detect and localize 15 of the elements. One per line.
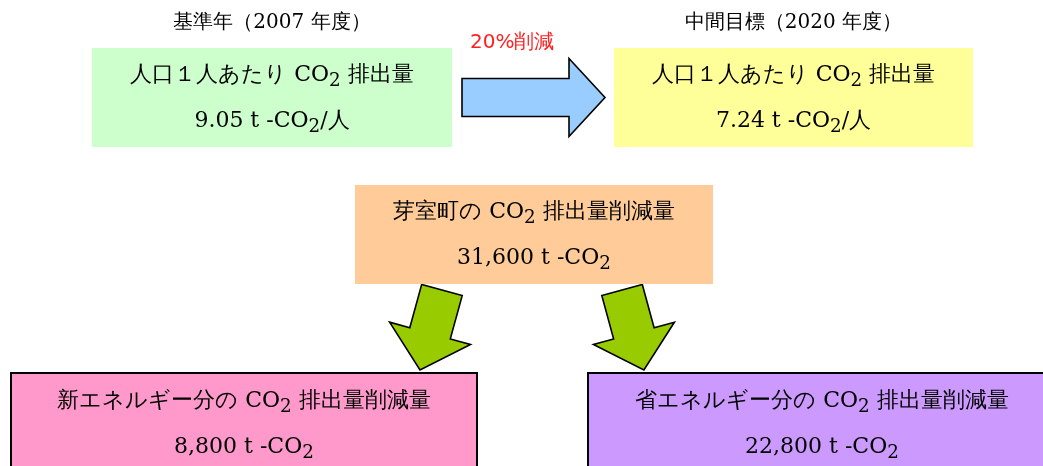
- heading: 基準年（2007 年度）: [172, 8, 372, 35]
- block-arrow: [387, 283, 473, 372]
- block-arrow: [461, 56, 607, 139]
- box-title: 人口１人あたり CO$_{2}$ 排出量: [130, 60, 414, 93]
- value-text: 22,800 t -CO$_{2}$: [745, 432, 899, 465]
- box-title: 芽室町の CO$_{2}$ 排出量削減量: [393, 197, 675, 230]
- box-title: 省エネルギー分の CO$_{2}$ 排出量削減量: [635, 386, 1009, 419]
- heading: 中間目標（2020 年度）: [683, 8, 904, 35]
- value-text: 9.05 t -CO$_{2}$/人: [194, 106, 350, 139]
- value-text: 8,800 t -CO$_{2}$: [174, 432, 314, 465]
- box-title: 新エネルギー分の CO$_{2}$ 排出量削減量: [57, 386, 431, 419]
- block-arrow: [591, 283, 677, 372]
- value-text: 7.24 t -CO$_{2}$/人: [715, 106, 872, 139]
- value-text: 31,600 t -CO$_{2}$: [457, 243, 611, 276]
- box-title: 人口１人あたり CO$_{2}$ 排出量: [651, 60, 936, 93]
